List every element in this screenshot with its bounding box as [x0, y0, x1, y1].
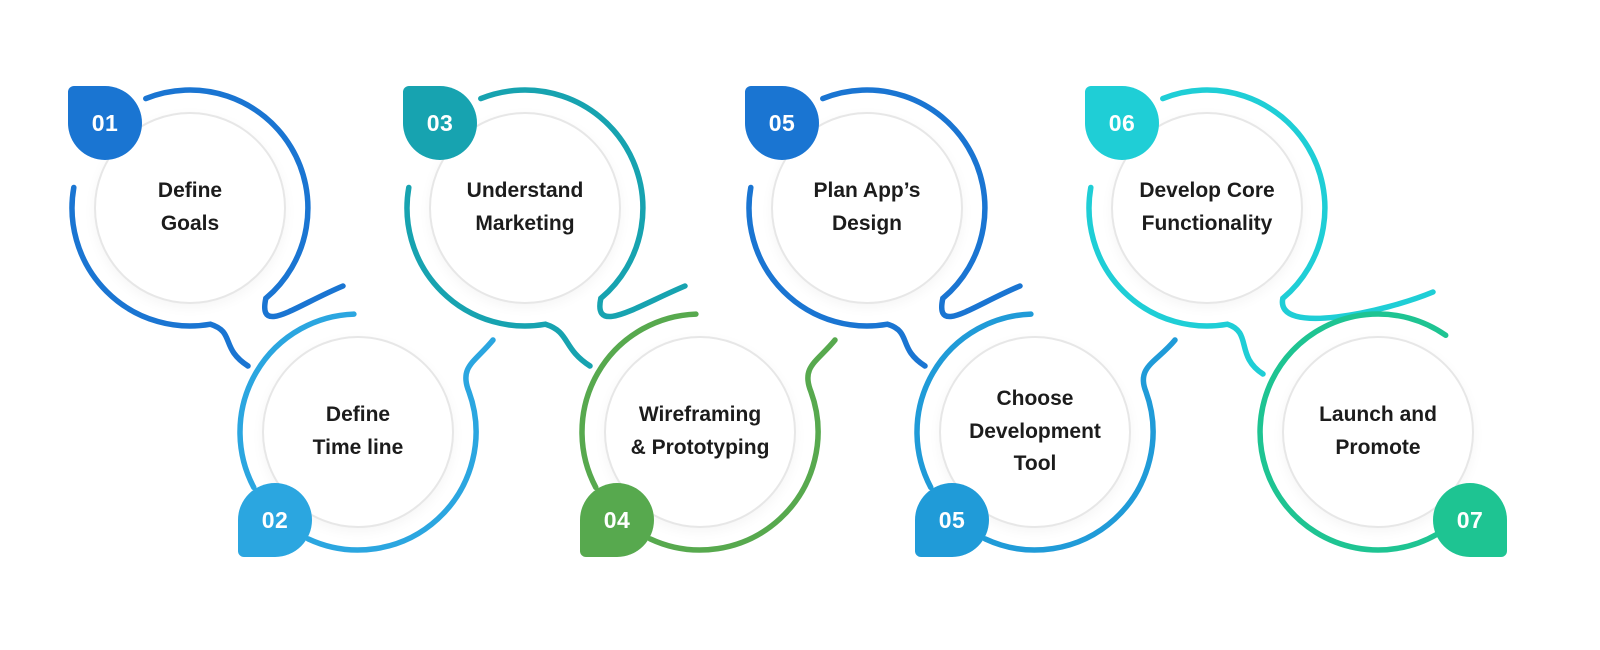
step-badge: 01	[68, 86, 142, 160]
step-badge: 02	[238, 483, 312, 557]
arc-left-sweep	[746, 184, 928, 369]
step-badge: 06	[1085, 86, 1159, 160]
node-label-line: Define	[157, 179, 223, 203]
arc-left-side	[237, 311, 357, 491]
arc-left-sweep	[404, 184, 593, 369]
step-badge: 07	[1433, 483, 1507, 557]
node-label-line: Development	[969, 419, 1101, 443]
arc-wrap-around	[1257, 311, 1449, 553]
node-label-line: Goals	[160, 212, 220, 235]
node-label-line: Choose	[996, 387, 1074, 411]
node-label-line: Develop Core	[1139, 179, 1275, 203]
step-badge: 03	[403, 86, 477, 160]
node-label-line: Functionality	[1141, 212, 1273, 235]
node-label-line: Define	[325, 403, 391, 427]
node-label-line: Wireframing	[638, 403, 762, 427]
step-number: 07	[1456, 506, 1484, 533]
arc-right-sweep	[820, 87, 1023, 320]
step-badge: 05	[745, 86, 819, 160]
node-label-line: Marketing	[475, 212, 575, 235]
step-number: 04	[603, 506, 631, 533]
step-number: 01	[91, 109, 119, 136]
arc-left-side	[579, 311, 699, 491]
arc-left-sweep	[1086, 184, 1266, 377]
arc-right-sweep	[1160, 87, 1436, 322]
step-number: 05	[768, 109, 796, 136]
arc-right-sweep	[478, 87, 688, 320]
arc-right-rise	[305, 337, 496, 553]
node-label-line: Tool	[1013, 452, 1057, 476]
step-badge: 04	[580, 483, 654, 557]
node-label-line: Understand	[466, 179, 584, 203]
step-number: 06	[1108, 109, 1136, 136]
step-number: 02	[261, 506, 289, 533]
node-label-line: Launch and	[1319, 403, 1437, 427]
node-label-line: Plan App’s	[813, 179, 921, 203]
arc-right-rise	[647, 337, 838, 553]
arc-left-sweep	[69, 184, 251, 369]
step-badge: 05	[915, 483, 989, 557]
node-label-line: Promote	[1335, 436, 1421, 459]
node-label-line: & Prototyping	[630, 436, 770, 459]
arc-right-sweep	[143, 87, 346, 320]
step-number: 03	[426, 109, 454, 136]
arc-left-side	[914, 311, 1034, 491]
node-label-line: Time line	[312, 436, 404, 459]
node-label-line: Design	[831, 212, 902, 235]
step-number: 05	[938, 506, 966, 533]
arc-right-rise	[982, 337, 1178, 553]
